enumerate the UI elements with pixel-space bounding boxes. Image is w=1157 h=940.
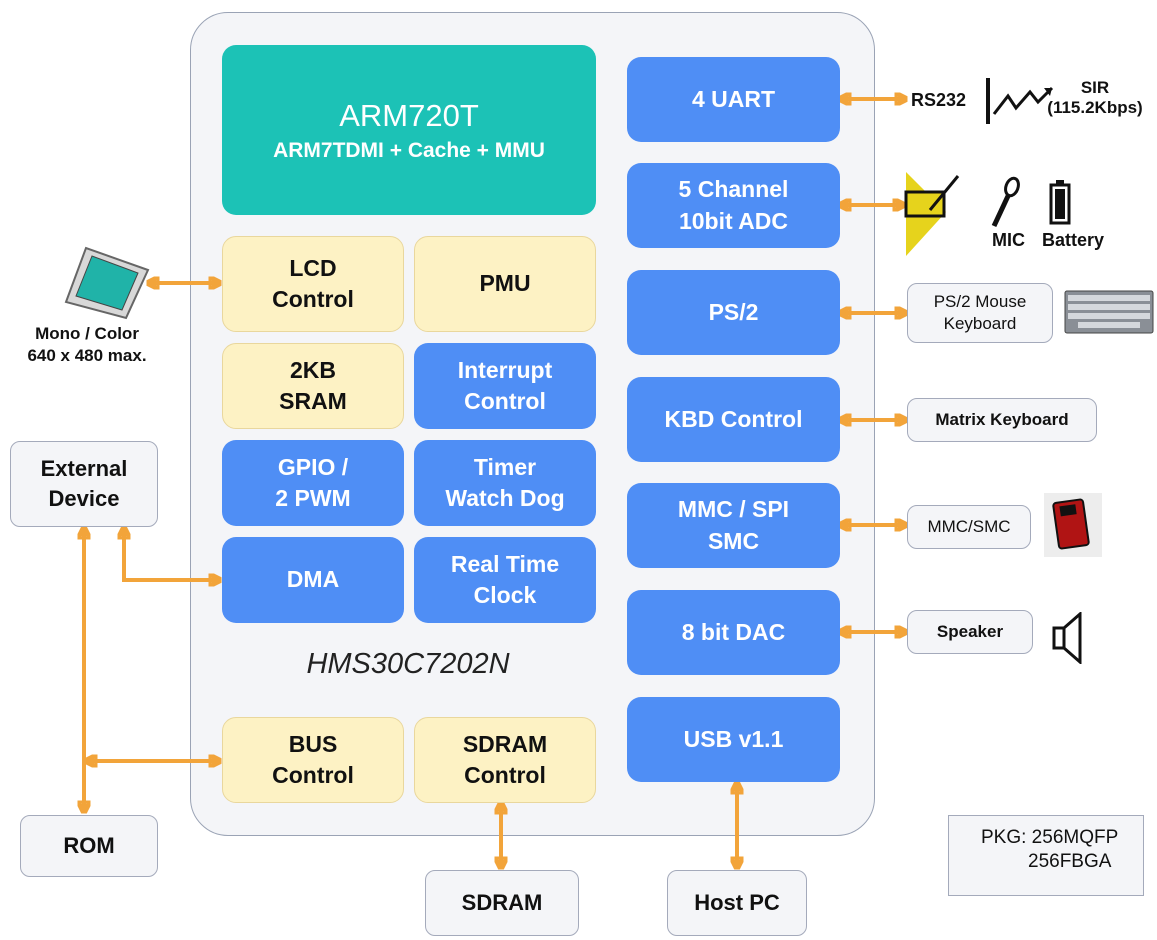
sdram-ctrl-line2: Control (464, 762, 546, 788)
package-line2: 256FBGA (1028, 850, 1112, 872)
mmc-spi-smc-block: MMC / SPI SMC (627, 483, 840, 568)
host-pc-box: Host PC (667, 870, 807, 936)
pmu-block: PMU (414, 236, 596, 332)
rtc-line1: Real Time (450, 550, 560, 577)
timer-line2: Watch Dog (445, 485, 565, 511)
speaker-box: Speaker (907, 610, 1033, 654)
sram-line2: SRAM (279, 388, 347, 414)
rom-label: ROM (63, 833, 115, 858)
keyboard-icon (1064, 290, 1154, 334)
dac-label: 8 bit DAC (681, 618, 786, 645)
adc-line1: 5 Channel (678, 176, 789, 203)
matrix-keyboard-label: Matrix Keyboard (935, 410, 1069, 429)
mmc-line2: SMC (707, 527, 760, 554)
usb-block: USB v1.1 (627, 697, 840, 782)
rs232-label: RS232 (911, 90, 967, 110)
sdram-box: SDRAM (425, 870, 579, 936)
gpio-line1: GPIO / (277, 453, 349, 480)
adc-line2: 10bit ADC (678, 207, 789, 234)
lcd-panel-line1: Mono / Color (35, 324, 139, 343)
interrupt-control-block: Interrupt Control (414, 343, 596, 429)
dma-block: DMA (222, 537, 404, 623)
rom-box: ROM (20, 815, 158, 877)
sir-caption: SIR (115.2Kbps) (1036, 78, 1154, 119)
battery-icon (1049, 180, 1071, 225)
memory-card-icon (1044, 493, 1102, 557)
kbd-label: KBD Control (664, 405, 803, 432)
uart-label: 4 UART (691, 85, 776, 112)
gpio-pwm-block: GPIO / 2 PWM (222, 440, 404, 526)
speaker-label: Speaker (936, 622, 1004, 641)
uart-block: 4 UART (627, 57, 840, 142)
mmc-smc-box: MMC/SMC (907, 505, 1031, 549)
microphone-icon (991, 176, 1020, 228)
lcd-panel-caption: Mono / Color 640 x 480 max. (2, 323, 172, 367)
interrupt-line2: Control (464, 388, 546, 414)
ps2-block: PS/2 (627, 270, 840, 355)
bus-control-block: BUS Control (222, 717, 404, 803)
ps2-ext-line1: PS/2 Mouse (933, 291, 1027, 311)
infrared-signal-icon (986, 78, 1054, 124)
core-subtitle: ARM7TDMI + Cache + MMU (273, 138, 545, 162)
external-device-line2: Device (48, 486, 120, 511)
sdram-ctrl-line1: SDRAM (462, 730, 548, 757)
dac-block: 8 bit DAC (627, 590, 840, 675)
battery-label: Battery (1042, 230, 1105, 250)
lcd-panel-line2: 640 x 480 max. (27, 346, 147, 366)
host-pc-label: Host PC (694, 890, 780, 915)
lcd-control-line1: LCD (289, 254, 337, 281)
timer-line1: Timer (473, 453, 537, 480)
gpio-line2: 2 PWM (275, 485, 351, 511)
sdram-label: SDRAM (461, 890, 543, 915)
sram-line1: 2KB (289, 356, 336, 383)
pmu-label: PMU (479, 270, 531, 297)
lcd-control-block: LCD Control (222, 236, 404, 332)
ps2-label: PS/2 (708, 298, 759, 325)
usb-label: USB v1.1 (683, 725, 784, 752)
mic-label: MIC (992, 230, 1025, 250)
real-time-clock-block: Real Time Clock (414, 537, 596, 623)
matrix-keyboard-box: Matrix Keyboard (907, 398, 1097, 442)
package-line1: PKG: 256MQFP (981, 827, 1119, 848)
bus-line2: Control (272, 762, 354, 788)
chip-name: HMS30C7202N (306, 648, 510, 680)
core-title: ARM720T (339, 97, 479, 133)
external-device-box: External Device (10, 441, 158, 527)
sdram-control-block: SDRAM Control (414, 717, 596, 803)
dma-label: DMA (286, 566, 340, 593)
ps2-mouse-keyboard-box: PS/2 Mouse Keyboard (907, 283, 1053, 343)
touch-pen-icon (904, 172, 960, 256)
mmc-smc-label: MMC/SMC (927, 517, 1011, 536)
adc-block: 5 Channel 10bit ADC (627, 163, 840, 248)
lcd-control-line2: Control (272, 286, 354, 312)
bus-line1: BUS (288, 730, 338, 757)
external-device-line1: External (40, 456, 128, 482)
sir-line1: SIR (1080, 78, 1110, 97)
speaker-icon (1052, 612, 1082, 664)
lcd-monitor-icon (64, 246, 150, 320)
mmc-line1: MMC / SPI (677, 496, 790, 523)
arm720t-core: ARM720T ARM7TDMI + Cache + MMU (222, 45, 596, 215)
sir-line2: (115.2Kbps) (1047, 98, 1143, 118)
rtc-line2: Clock (473, 582, 537, 608)
kbd-control-block: KBD Control (627, 377, 840, 462)
sram-block: 2KB SRAM (222, 343, 404, 429)
interrupt-line1: Interrupt (457, 356, 553, 383)
package-note: PKG: 256MQFP 256FBGA (948, 815, 1144, 896)
timer-watchdog-block: Timer Watch Dog (414, 440, 596, 526)
ps2-ext-line2: Keyboard (943, 314, 1017, 333)
